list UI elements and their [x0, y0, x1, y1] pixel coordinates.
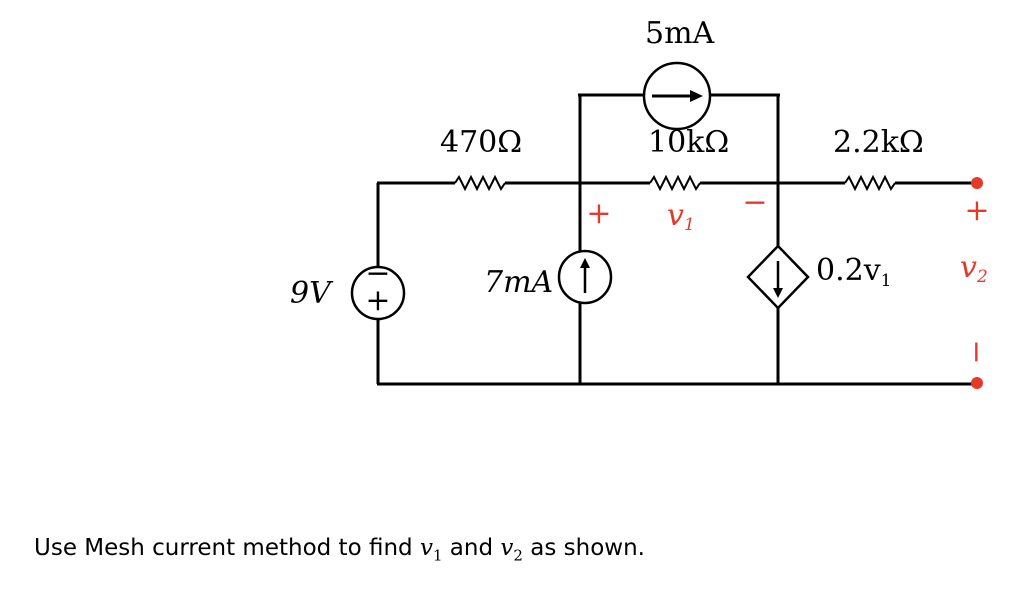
arrow-down-head-icon: [773, 288, 783, 298]
dependent-current-source: [746, 244, 810, 310]
problem-statement: Use Mesh current method to find v1 and v…: [34, 535, 645, 565]
voltage-source-label: 9V: [290, 276, 334, 311]
dependent-source-label: 0.2v1: [816, 253, 892, 291]
current-source-7ma: [557, 249, 613, 305]
resistor-470-zigzag: [454, 174, 506, 192]
arrow-up-head-icon: [580, 258, 590, 268]
problem-middle: and: [442, 535, 501, 561]
v2-minus-sign: −: [959, 339, 994, 364]
problem-suffix: as shown.: [522, 535, 645, 561]
problem-v1: v1: [419, 535, 443, 565]
voltage-source-minus: −: [365, 256, 390, 291]
v2-label: v2: [960, 250, 988, 287]
v1-label: v1: [667, 198, 695, 235]
resistor-10k-zigzag: [649, 174, 701, 192]
v1-plus-sign: +: [586, 196, 611, 231]
v2-plus-sign: +: [964, 193, 989, 228]
wires: [376, 93, 975, 386]
resistor-2k2-label: 2.2kΩ: [833, 125, 924, 160]
terminal-bottom-dot: [971, 377, 983, 389]
current-source-7ma-label: 7mA: [484, 265, 553, 300]
current-source-5ma: [642, 61, 712, 131]
voltage-source-circle: [350, 265, 406, 321]
resistor-470-label: 470Ω: [440, 125, 522, 160]
problem-v2: v2: [500, 535, 523, 565]
arrow-right-head-icon: [690, 90, 703, 102]
problem-prefix: Use Mesh current method to find: [34, 535, 420, 561]
voltage-source-9v: − +: [350, 256, 406, 321]
resistor-2k2-zigzag: [844, 174, 896, 192]
v1-minus-sign: −: [742, 185, 767, 220]
current-source-5ma-label: 5mA: [645, 16, 715, 51]
resistor-10k-label: 10kΩ: [648, 125, 729, 160]
terminal-top-dot: [971, 177, 983, 189]
voltage-source-plus: +: [365, 283, 390, 318]
